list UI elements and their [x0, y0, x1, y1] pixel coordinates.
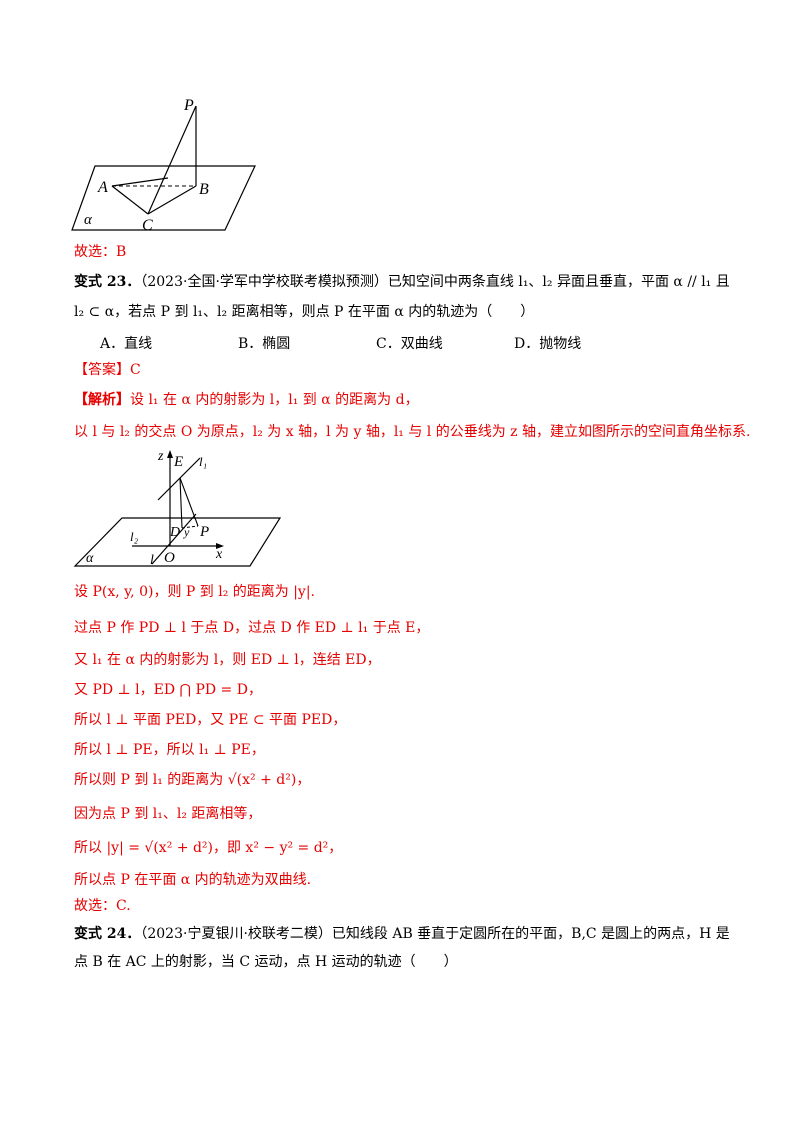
label-B: B: [199, 181, 209, 198]
solution-line-10: 因为点 P 到 l₁、l₂ 距离相等，: [74, 806, 262, 822]
problem-23-line1: 变式 23．（2023·全国·学军中学校联考模拟预测）已知空间中两条直线 l₁、…: [74, 272, 730, 292]
plane-alpha: [73, 517, 282, 567]
problem-23-options: A．直线 B．椭圆 C．双曲线 D．抛物线: [100, 334, 652, 354]
figure-coordinate-system: z E l₁ D y P l₂ l O x α: [73, 449, 282, 568]
answer-23: 【答案】C: [74, 362, 141, 378]
solution-line-3: 设 P(x, y, 0)，则 P 到 l₂ 的距离为 |y|.: [74, 584, 316, 600]
x-axis-arrow: [216, 543, 224, 549]
solution-line-1: 【解析】设 l₁ 在 α 内的射影为 l，l₁ 到 α 的距离为 d，: [74, 390, 419, 410]
option-c: C．双曲线: [376, 336, 443, 352]
solution-line-5: 又 l₁ 在 α 内的射影为 l，则 ED ⊥ l，连结 ED，: [74, 652, 381, 668]
line-l: [151, 513, 197, 565]
option-d: D．抛物线: [514, 336, 582, 352]
label-alpha: α: [86, 551, 94, 566]
label-l: l: [150, 553, 154, 568]
solution-line-12: 所以点 P 在平面 α 内的轨迹为双曲线.: [74, 872, 312, 888]
segment-ED: [179, 477, 183, 529]
previous-answer: 故选：B: [74, 244, 127, 260]
edge-AC: [111, 185, 149, 215]
label-l2: l₂: [130, 529, 139, 544]
solution-line-4: 过点 P 作 PD ⊥ l 于点 D，过点 D 作 ED ⊥ l₁ 于点 E，: [74, 620, 430, 636]
figure-pyramid-on-plane: P A B C α: [71, 97, 256, 234]
solution-line-13: 故选：C.: [74, 898, 131, 914]
label-P: P: [199, 524, 209, 540]
edge-PC: [147, 105, 197, 215]
label-z: z: [157, 449, 164, 464]
solution-line-2: 以 l 与 l₂ 的交点 O 为原点，l₂ 为 x 轴，l 为 y 轴，l₁ 与…: [74, 424, 751, 440]
edge-BC: [147, 185, 197, 215]
problem-24-tag: 变式 24．: [74, 926, 141, 942]
plane-alpha: [71, 165, 256, 231]
solution-line-11: 所以 |y| = √(x² + d²)，即 x² − y² = d²，: [74, 840, 343, 856]
solution-line-6: 又 PD ⊥ l，ED ⋂ PD = D，: [74, 682, 262, 698]
problem-24-stem-2: 点 B 在 AC 上的射影，当 C 运动，点 H 运动的轨迹（ ）: [74, 954, 458, 970]
z-axis-arrow: [167, 450, 173, 458]
option-a: A．直线: [100, 336, 153, 352]
label-x: x: [215, 547, 223, 562]
line-l1: [157, 457, 201, 501]
label-E: E: [173, 454, 183, 470]
problem-23-stem-2: l₂ ⊂ α，若点 P 到 l₁、l₂ 距离相等，则点 P 在平面 α 内的轨迹…: [74, 304, 535, 320]
problem-24-stem-1: （2023·宁夏银川·校联考二模）已知线段 AB 垂直于定圆所在的平面，B,C …: [140, 926, 730, 942]
label-alpha: α: [84, 212, 93, 228]
segment-DP: [181, 525, 199, 529]
label-P: P: [183, 97, 194, 114]
problem-23-stem-1: （2023·全国·学军中学校联考模拟预测）已知空间中两条直线 l₁、l₂ 异面且…: [140, 274, 730, 290]
label-O: O: [164, 550, 175, 566]
label-C: C: [142, 217, 153, 234]
solution-tag: 【解析】: [74, 392, 130, 408]
segment-EP: [179, 477, 199, 527]
solution-text-1: 设 l₁ 在 α 内的射影为 l，l₁ 到 α 的距离为 d，: [130, 392, 419, 408]
option-b: B．椭圆: [238, 336, 291, 352]
label-y: y: [183, 525, 190, 539]
problem-24-line1: 变式 24．（2023·宁夏银川·校联考二模）已知线段 AB 垂直于定圆所在的平…: [74, 924, 730, 944]
solution-line-7: 所以 l ⊥ 平面 PED，又 PE ⊂ 平面 PED，: [74, 712, 347, 728]
label-A: A: [97, 179, 108, 196]
problem-23-tag: 变式 23．: [74, 274, 141, 290]
edge-AP: [111, 177, 169, 187]
solution-line-8: 所以 l ⊥ PE，所以 l₁ ⊥ PE，: [74, 742, 265, 758]
label-D: D: [169, 525, 180, 540]
solution-line-9: 所以则 P 到 l₁ 的距离为 √(x² + d²)，: [74, 772, 311, 788]
label-l1: l₁: [199, 454, 207, 469]
